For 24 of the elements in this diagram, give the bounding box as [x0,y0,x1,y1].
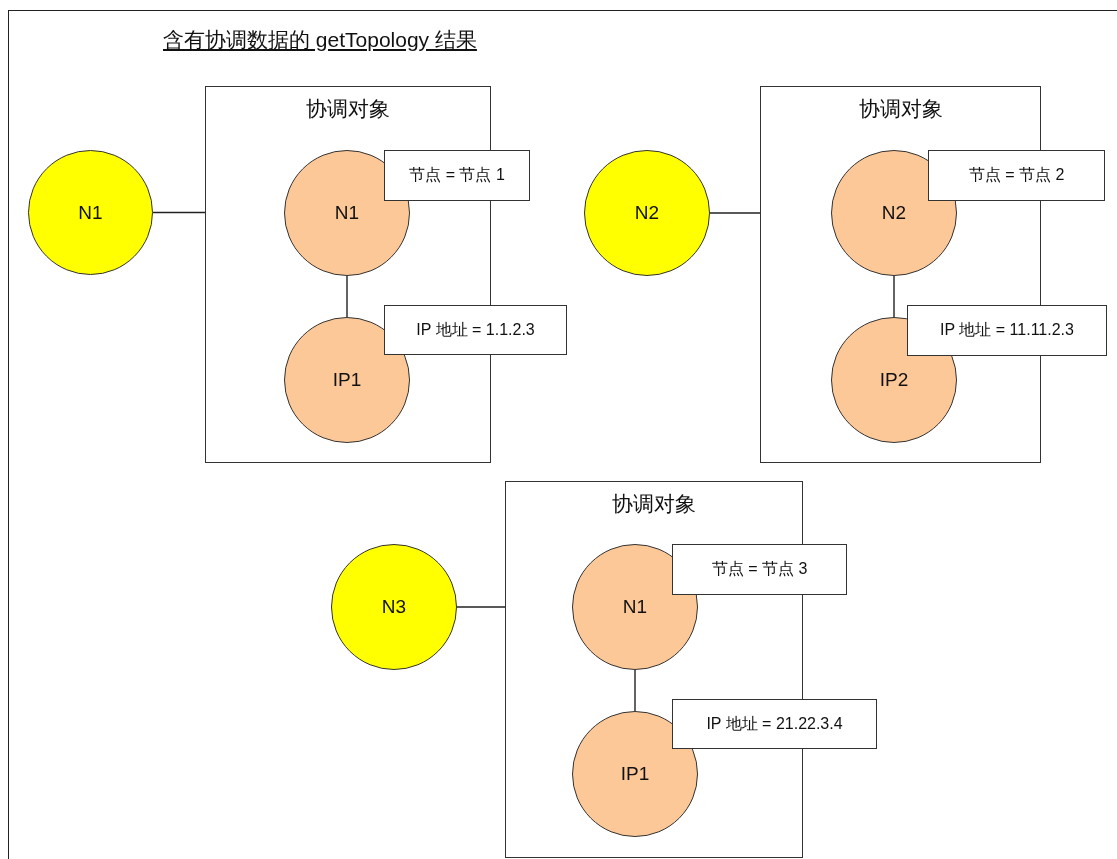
attribute-box: 节点 = 节点 1 [384,150,530,201]
group-title: 协调对象 [611,491,697,517]
attribute-box: IP 地址 = 11.11.2.3 [907,305,1107,356]
attribute-box: IP 地址 = 1.1.2.3 [384,305,567,355]
group-title: 协调对象 [305,96,391,122]
connector-line [456,606,506,608]
diagram-title: 含有协调数据的 getTopology 结果 [163,27,477,53]
circle-node: N1 [28,150,153,275]
circle-node: N3 [331,544,457,670]
circle-node: N1 [284,150,410,276]
circle-node: N2 [831,150,957,276]
connector-line [346,275,348,318]
circle-node: IP1 [572,711,698,837]
connector-line [709,212,761,214]
circle-node: N2 [584,150,710,276]
circle-node: IP1 [284,317,410,443]
group-title: 协调对象 [857,96,944,122]
connector-line [634,669,636,712]
circle-node: N1 [572,544,698,670]
attribute-box: IP 地址 = 21.22.3.4 [672,699,877,749]
connector-line [893,275,895,318]
connector-line [152,211,206,214]
attribute-box: 节点 = 节点 3 [672,544,847,595]
attribute-box: 节点 = 节点 2 [928,150,1105,201]
